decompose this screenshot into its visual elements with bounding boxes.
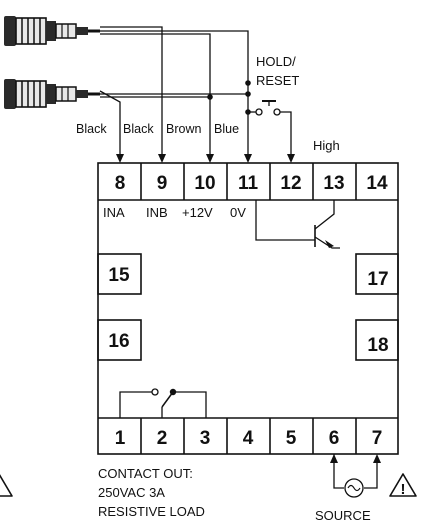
input-label-0v: 0V bbox=[230, 205, 246, 220]
wire-label-black-2: Black bbox=[123, 122, 154, 136]
terminal-10: 10 bbox=[194, 173, 215, 194]
sensor-wires bbox=[99, 26, 251, 154]
terminal-17: 17 bbox=[367, 269, 388, 290]
source-label: SOURCE bbox=[315, 508, 371, 522]
input-label-ina: INA bbox=[103, 205, 125, 220]
terminal-12: 12 bbox=[280, 173, 301, 194]
proximity-sensor-1 bbox=[4, 16, 100, 46]
relay-contact bbox=[119, 388, 207, 418]
terminal-9: 9 bbox=[157, 173, 168, 194]
contact-out-line-3: RESISTIVE LOAD bbox=[98, 504, 205, 519]
wire-label-blue: Blue bbox=[214, 122, 239, 136]
power-source-wiring bbox=[330, 454, 381, 489]
terminal-8: 8 bbox=[115, 173, 126, 194]
terminal-14: 14 bbox=[366, 173, 388, 194]
contact-out-line-2: 250VAC 3A bbox=[98, 485, 165, 500]
bottom-terminal-strip bbox=[98, 417, 398, 454]
terminal-5: 5 bbox=[286, 428, 297, 449]
proximity-sensor-2 bbox=[4, 79, 100, 109]
warning-icon-right: ! bbox=[389, 473, 417, 498]
terminal-block bbox=[97, 162, 399, 455]
terminal-2: 2 bbox=[157, 428, 168, 449]
top-terminal-strip bbox=[98, 163, 398, 201]
svg-text:!: ! bbox=[401, 481, 406, 498]
input-label-inb: INB bbox=[146, 205, 168, 220]
transistor-symbol bbox=[255, 200, 340, 249]
terminal-16: 16 bbox=[108, 331, 129, 352]
hold-reset-switch bbox=[248, 100, 292, 154]
terminal-18: 18 bbox=[367, 335, 388, 356]
terminal-1: 1 bbox=[115, 428, 126, 449]
terminal-7: 7 bbox=[372, 428, 383, 449]
terminal-11: 11 bbox=[238, 173, 259, 194]
contact-out-line-1: CONTACT OUT: bbox=[98, 466, 193, 481]
ac-source-icon bbox=[344, 478, 364, 498]
warning-icon-left bbox=[0, 474, 13, 497]
terminal-3: 3 bbox=[200, 428, 211, 449]
side-terminal-boxes bbox=[97, 253, 399, 361]
terminal-15: 15 bbox=[108, 265, 130, 286]
terminal-4: 4 bbox=[243, 428, 254, 449]
terminal-13: 13 bbox=[323, 173, 344, 194]
wire-label-black-1: Black bbox=[76, 122, 107, 136]
hold-reset-label-1: HOLD/ bbox=[256, 54, 296, 69]
wire-label-brown: Brown bbox=[166, 122, 201, 136]
terminal-6: 6 bbox=[329, 428, 340, 449]
high-label: High bbox=[313, 138, 340, 153]
terminal-arrows bbox=[116, 154, 295, 163]
input-label-12v: +12V bbox=[182, 205, 213, 220]
hold-reset-label-2: RESET bbox=[256, 73, 299, 88]
